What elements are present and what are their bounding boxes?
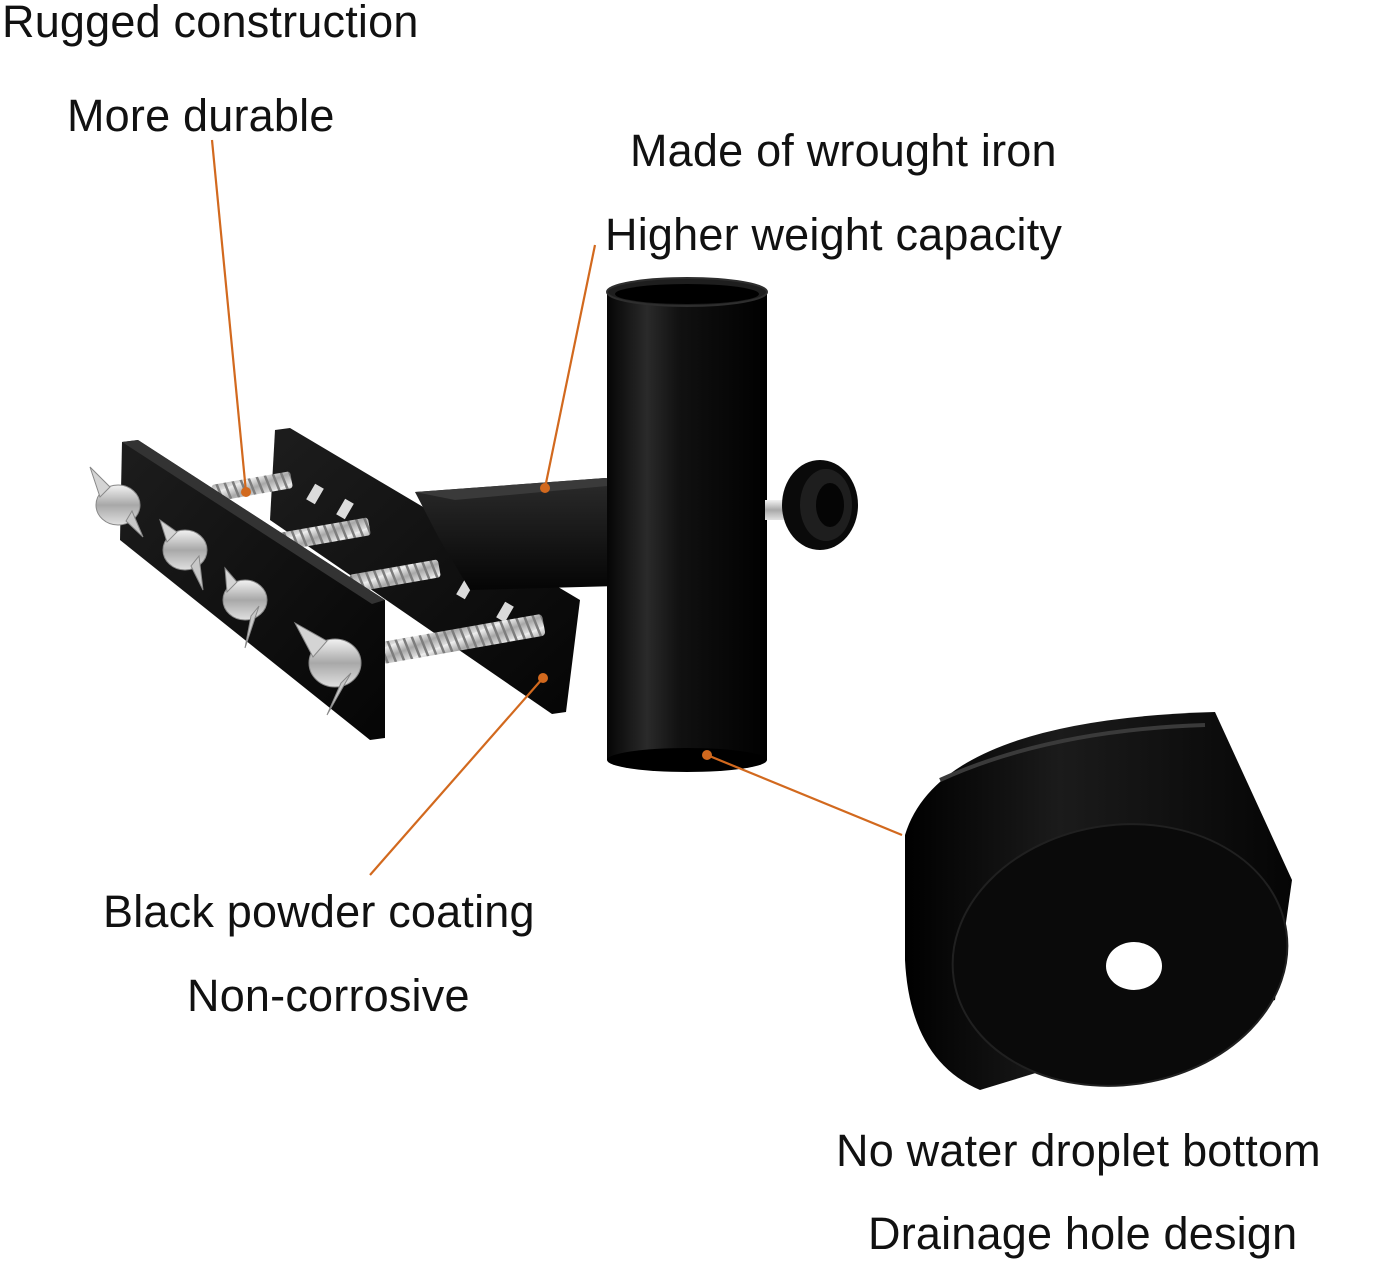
leader-dots [241, 483, 712, 760]
callout-rugged-construction: Rugged construction [2, 0, 419, 47]
leader-line-weight [543, 244, 597, 489]
leader-line-coating [369, 677, 544, 876]
callout-wrought-iron: Made of wrought iron [630, 125, 1057, 176]
wing-nuts [89, 466, 362, 716]
callout-no-water-droplet: No water droplet bottom [836, 1125, 1321, 1176]
leader-line-durable [210, 139, 248, 493]
leader-dot-coating [538, 673, 548, 683]
threaded-rods [211, 471, 546, 664]
callout-weight-capacity: Higher weight capacity [605, 209, 1063, 260]
leader-line-bottom [706, 753, 903, 837]
callout-more-durable: More durable [67, 90, 335, 141]
tightening-knob [765, 460, 858, 550]
leader-dot-durable [241, 487, 251, 497]
end-cap [905, 712, 1292, 1090]
callout-black-powder-coating: Black powder coating [103, 886, 535, 937]
leader-lines [210, 139, 903, 876]
leader-dot-weight [540, 483, 550, 493]
horizontal-arm [415, 478, 655, 590]
leader-dot-bottom [702, 750, 712, 760]
callout-non-corrosive: Non-corrosive [187, 970, 470, 1021]
umbrella-tube [606, 277, 768, 772]
callout-drainage-hole: Drainage hole design [868, 1208, 1298, 1259]
